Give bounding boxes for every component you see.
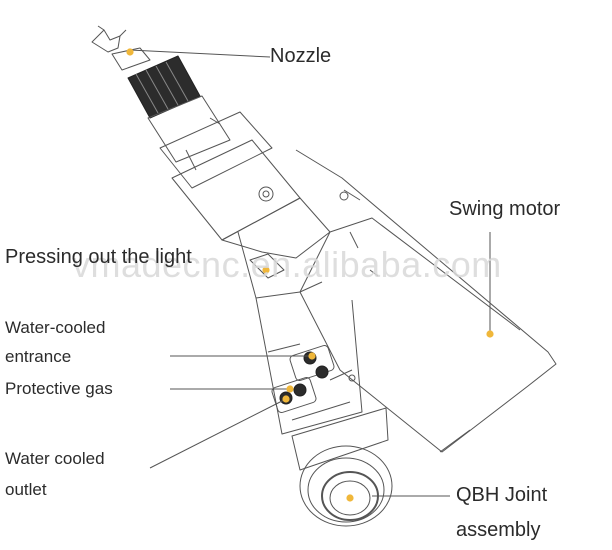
label-protective-gas: Protective gas	[5, 379, 113, 398]
nozzle-marker	[126, 48, 134, 56]
upper-body	[147, 95, 301, 241]
label-nozzle: Nozzle	[270, 45, 332, 67]
watermark: vmadecnc.en.alibaba.com	[72, 244, 502, 285]
nozzle-tip	[91, 25, 151, 71]
knurled-nut	[127, 55, 201, 119]
label-water-cooled-entrance-line1: Water-cooled	[5, 318, 106, 337]
protective-gas-marker	[286, 385, 294, 393]
nozzle-leader	[129, 49, 271, 58]
qbh-joint-marker	[346, 494, 354, 502]
label-pressing-light: Pressing out the light	[5, 246, 192, 268]
fittings	[271, 344, 335, 414]
label-qbh-joint-line2: assembly	[456, 519, 541, 541]
swing-motor-marker	[486, 330, 494, 338]
junction-block	[221, 186, 331, 299]
leader-lines	[129, 49, 491, 497]
qbh-joint	[291, 407, 393, 527]
label-water-cooled-outlet-line1: Water cooled	[5, 449, 105, 468]
marker-dots	[126, 48, 494, 502]
label-water-cooled-outlet-line2: outlet	[5, 480, 47, 499]
label-qbh-joint-line1: QBH Joint	[456, 484, 548, 506]
water-cooled-outlet-leader	[149, 398, 287, 469]
swing-motor-housing	[295, 149, 557, 453]
water-cooled-entrance-marker	[308, 352, 316, 360]
lower-body	[255, 297, 363, 435]
label-water-cooled-entrance-line2: entrance	[5, 347, 72, 366]
label-swing-motor: Swing motor	[449, 198, 561, 220]
pressing-light-marker	[262, 266, 270, 274]
water-cooled-outlet-marker	[282, 395, 290, 403]
